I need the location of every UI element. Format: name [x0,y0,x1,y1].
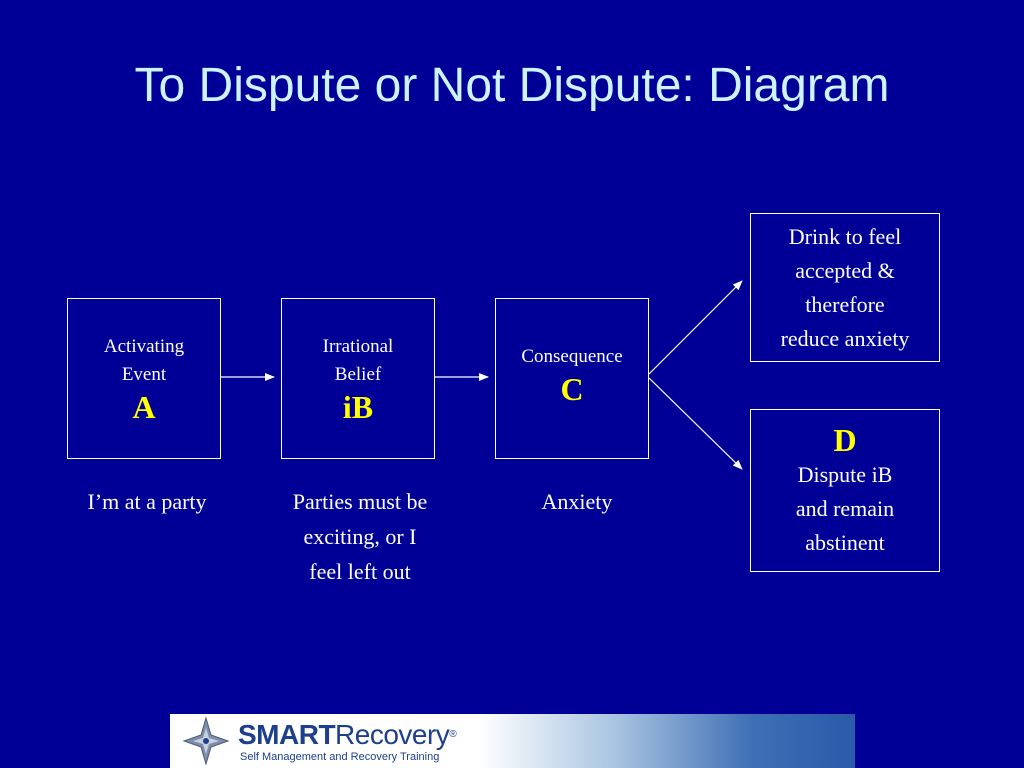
drink-line-4: reduce anxiety [780,325,910,351]
dispute-outcome-box: D Dispute iB and remain abstinent [750,409,940,572]
activating-label-line1: Activating [103,335,185,357]
consequence-box: Consequence C [495,298,649,459]
belief-letter: iB [342,388,374,425]
belief-label-line2: Belief [334,363,382,385]
consequence-caption: Anxiety [477,484,677,519]
drink-outcome-box: Drink to feel accepted & therefore reduc… [750,213,940,362]
dispute-letter: D [833,421,857,458]
activating-event-box: Activating Event A [67,298,221,459]
drink-line-3: therefore [805,291,885,317]
consequence-letter: C [560,371,584,407]
logo-tagline: Self Management and Recovery Training [240,751,440,763]
consequence-label: Consequence [521,346,623,367]
arrow-c-to-drink [648,280,743,375]
activating-caption: I’m at a party [47,484,247,519]
belief-caption: Parties must be exciting, or I feel left… [260,484,460,589]
belief-caption-line-1: Parties must be [292,489,428,514]
activating-label-line2: Event [121,363,167,385]
arrow-c-to-dispute [648,377,743,470]
consequence-caption-line-1: Anxiety [541,489,613,514]
belief-caption-line-2: exciting, or I [303,524,417,549]
logo-name-bold: SMART [238,719,336,750]
belief-label-line1: Irrational [322,335,394,357]
irrational-belief-box: Irrational Belief iB [281,298,435,459]
activating-caption-line-1: I’m at a party [87,489,207,514]
smart-recovery-logo-banner: SMARTRecovery® Self Management and Recov… [170,714,855,768]
activating-letter: A [132,388,156,425]
belief-caption-line-3: feel left out [309,559,411,584]
slide-title: To Dispute or Not Dispute: Diagram [134,59,890,112]
dispute-line-2: and remain [795,495,895,521]
drink-line-2: accepted & [795,257,895,283]
dispute-line-1: Dispute iB [797,461,893,487]
dispute-line-3: abstinent [805,529,885,555]
logo-wordmark: SMARTRecovery® [238,719,457,750]
smart-recovery-star-icon [182,716,230,766]
logo-name-regular: Recovery [335,719,450,750]
drink-line-1: Drink to feel [788,223,902,249]
logo-registered-mark: ® [449,729,457,740]
